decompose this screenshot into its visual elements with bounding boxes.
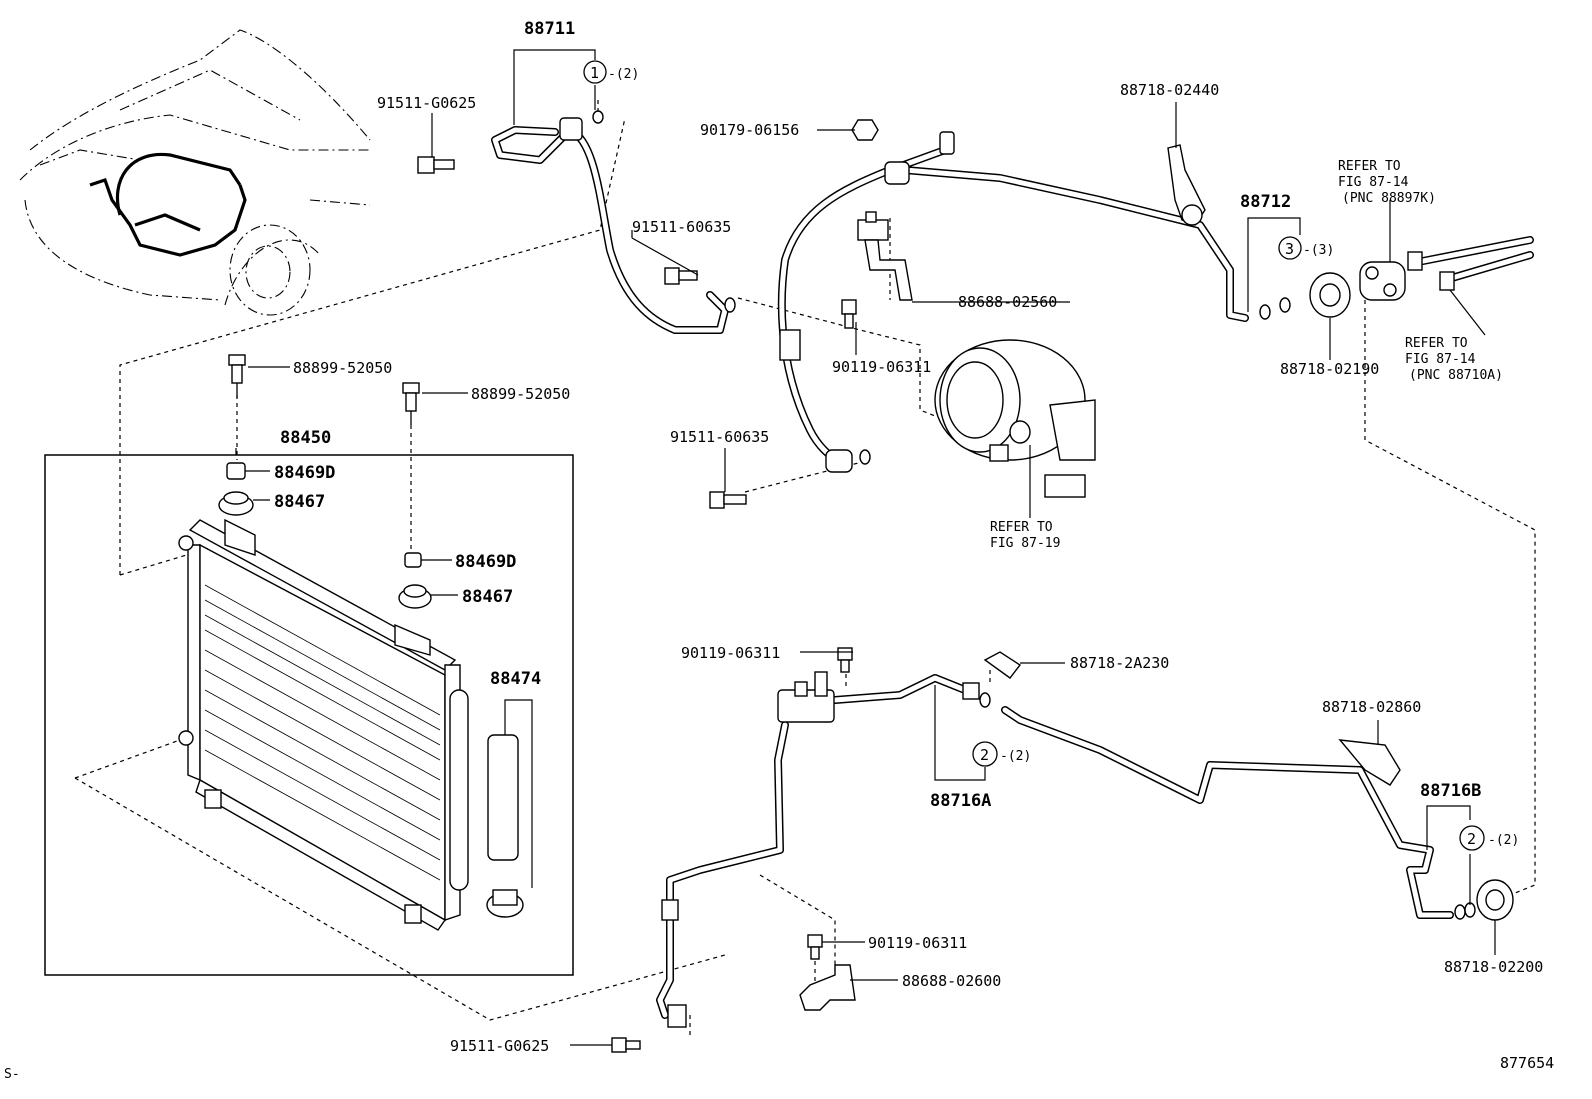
label-88718-02440: 88718-02440 — [1120, 81, 1219, 99]
label-88688-02560: 88688-02560 — [958, 293, 1057, 311]
nut-90179-06156 — [851, 119, 879, 141]
leader-lines — [235, 49, 1496, 1046]
label-88469d-a: 88469D — [274, 463, 335, 483]
bushing-88469d-b — [404, 552, 422, 568]
label-88718-02200: 88718-02200 — [1444, 958, 1543, 976]
nut-88718-02200 — [1476, 879, 1514, 921]
callout-2a-qty: -(2) — [1000, 749, 1031, 764]
hose-88711 — [491, 110, 736, 334]
label-88469d-b: 88469D — [455, 552, 516, 572]
condenser — [178, 518, 469, 931]
callout-3-number: 3 — [1285, 240, 1294, 258]
cushion-88467-b — [398, 584, 432, 609]
callout-2a — [972, 741, 998, 767]
clamp-88718-02440 — [1167, 144, 1206, 226]
label-88718-02860: 88718-02860 — [1322, 698, 1421, 716]
ref-87-19-line2: FIG 87-19 — [990, 536, 1060, 551]
ref-87-19-line1: REFER TO — [990, 520, 1053, 535]
bolt-91511-g0625-bottom — [611, 1037, 641, 1053]
bracket-88688-02560 — [857, 211, 913, 301]
ref-87-14-a-line2: FIG 87-14 — [1338, 175, 1409, 190]
label-91511-60635-a: 91511-60635 — [632, 218, 731, 236]
label-91511-g0625-bottom: 91511-G0625 — [450, 1037, 549, 1055]
cushion-88467-a — [218, 491, 254, 516]
callout-2a-number: 2 — [980, 746, 989, 764]
callout-1-qty: -(2) — [608, 67, 639, 82]
ref-87-14-b-line2: FIG 87-14 — [1405, 352, 1476, 367]
label-88899-52050-b: 88899-52050 — [471, 385, 570, 403]
block-88897k — [1359, 261, 1406, 301]
label-88716a: 88716A — [930, 791, 991, 811]
bolt-91511-g0625-top — [417, 156, 455, 174]
callout-1 — [583, 60, 607, 84]
footer-left-code: S- — [4, 1067, 20, 1082]
label-91511-g0625-top: 91511-G0625 — [377, 94, 476, 112]
bolt-90119-06311-c — [807, 934, 823, 960]
clamp-88718-2a230 — [983, 651, 1022, 679]
callout-1-number: 1 — [590, 64, 599, 82]
callout-2b-number: 2 — [1467, 830, 1476, 848]
bolt-90119-06311-a — [841, 299, 857, 329]
label-88450: 88450 — [280, 428, 331, 448]
pipes-88710a — [1407, 236, 1534, 291]
nut-88718-02190 — [1309, 272, 1351, 318]
label-88716b: 88716B — [1420, 781, 1481, 801]
label-88467-b: 88467 — [462, 587, 513, 607]
label-91511-60635-b: 91511-60635 — [670, 428, 769, 446]
vehicle-outline — [19, 29, 371, 316]
ref-87-14-a-line3: (PNC 88897K) — [1342, 191, 1436, 206]
liquid-tube-88716b — [1001, 706, 1476, 920]
callout-2b — [1459, 825, 1485, 851]
bolt-90119-06311-b — [837, 647, 853, 673]
ref-87-14-b-line1: REFER TO — [1405, 336, 1468, 351]
ref-87-14-a-line1: REFER TO — [1338, 159, 1401, 174]
condenser-assembly-box — [44, 454, 574, 976]
label-90119-06311-c: 90119-06311 — [868, 934, 967, 952]
ref-87-14-b-line3: (PNC 88710A) — [1409, 368, 1503, 383]
bolt-88899-b — [402, 382, 420, 425]
bracket-88688-02600 — [799, 964, 856, 1011]
bolt-88899-a — [228, 354, 246, 398]
label-90179-06156: 90179-06156 — [700, 121, 799, 139]
liquid-tube-88716a — [656, 671, 991, 1028]
label-90119-06311-a: 90119-06311 — [832, 358, 931, 376]
bushing-88469d-a — [226, 462, 246, 480]
label-88688-02600: 88688-02600 — [902, 972, 1001, 990]
bolt-91511-60635-a — [664, 267, 698, 285]
label-88467-a: 88467 — [274, 492, 325, 512]
label-88899-52050-a: 88899-52050 — [293, 359, 392, 377]
label-88712: 88712 — [1240, 192, 1291, 212]
callout-3-qty: -(3) — [1303, 243, 1334, 258]
compressor — [934, 339, 1096, 498]
callout-2b-qty: -(2) — [1488, 833, 1519, 848]
label-90119-06311-b: 90119-06311 — [681, 644, 780, 662]
suction-hose — [777, 131, 1249, 473]
label-88718-2a230: 88718-2A230 — [1070, 654, 1169, 672]
desiccant-88474 — [486, 734, 524, 918]
o-ring-set-88712 — [1259, 297, 1291, 320]
label-88474: 88474 — [490, 669, 541, 689]
label-88718-02190: 88718-02190 — [1280, 360, 1379, 378]
label-88711: 88711 — [524, 19, 575, 39]
callout-3 — [1278, 236, 1302, 260]
diagram-number: 877654 — [1500, 1054, 1554, 1072]
bolt-91511-60635-b — [709, 491, 747, 509]
clamp-88718-02860 — [1338, 739, 1401, 786]
